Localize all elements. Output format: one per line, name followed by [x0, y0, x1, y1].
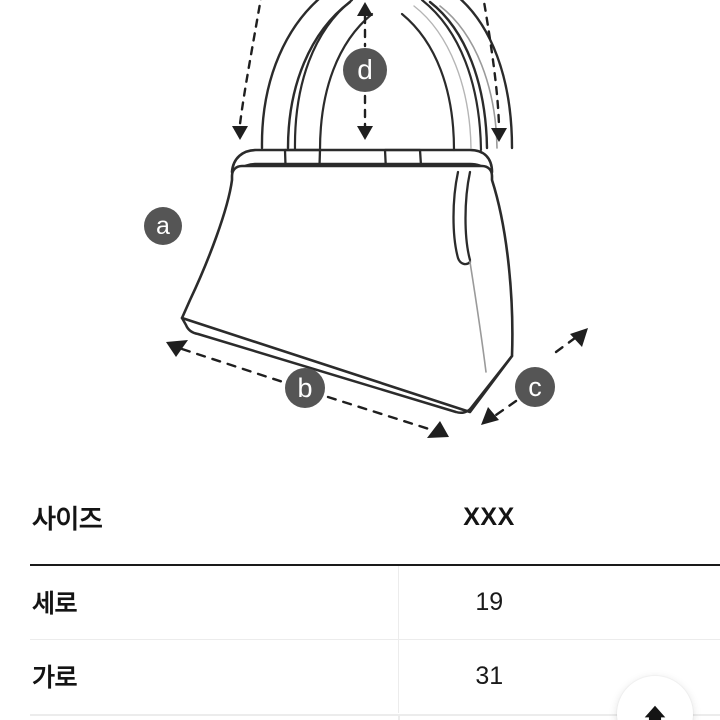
- size-specification-table: 사이즈 XXX 세로 19 가로 31: [0, 470, 720, 720]
- depth-arrowheads: [481, 328, 588, 425]
- depth-dimension-line: [494, 336, 577, 417]
- row-label-height: 세로: [32, 590, 78, 619]
- table-row: 세로 19: [30, 565, 720, 639]
- badge-c: c: [515, 367, 555, 407]
- table-bottom-divider: [30, 714, 720, 716]
- table-column-divider-tail: [398, 714, 400, 720]
- row-label-width: 가로: [30, 638, 398, 713]
- badge-d: d: [343, 48, 387, 92]
- table-row: 가로 31: [30, 638, 720, 713]
- badge-d-label: d: [357, 54, 373, 85]
- width-dimension-line: [180, 347, 434, 432]
- badge-a: a: [144, 207, 182, 245]
- badge-c-label: c: [528, 372, 542, 402]
- table-header-row: 사이즈 XXX: [30, 470, 720, 566]
- row-value-height: 19: [397, 565, 720, 639]
- badge-b: b: [285, 368, 325, 408]
- size-table: 사이즈 XXX 세로 19 가로 31: [30, 470, 720, 713]
- arrow-up-icon: [644, 705, 666, 720]
- width-arrowheads: [166, 340, 449, 438]
- handbag-measurement-diagram: a d: [144, 0, 588, 438]
- bag-handles: [260, 0, 514, 152]
- badge-b-label: b: [297, 373, 312, 403]
- size-table-body: 세로 19 가로 31: [30, 565, 720, 713]
- badge-a-label: a: [156, 212, 170, 240]
- size-table-head: 사이즈 XXX: [30, 470, 720, 566]
- bag-base: [180, 316, 514, 415]
- drop-arrowheads: [357, 2, 373, 140]
- bag-gusset: [452, 170, 487, 373]
- height-dimension-arrows: [238, 0, 501, 128]
- bag-body: [180, 164, 514, 414]
- height-arrowheads: [232, 126, 507, 142]
- size-header-label: 사이즈: [30, 470, 398, 566]
- handbag-diagram-svg: a d: [144, 0, 588, 438]
- size-header-value: XXX: [398, 470, 720, 566]
